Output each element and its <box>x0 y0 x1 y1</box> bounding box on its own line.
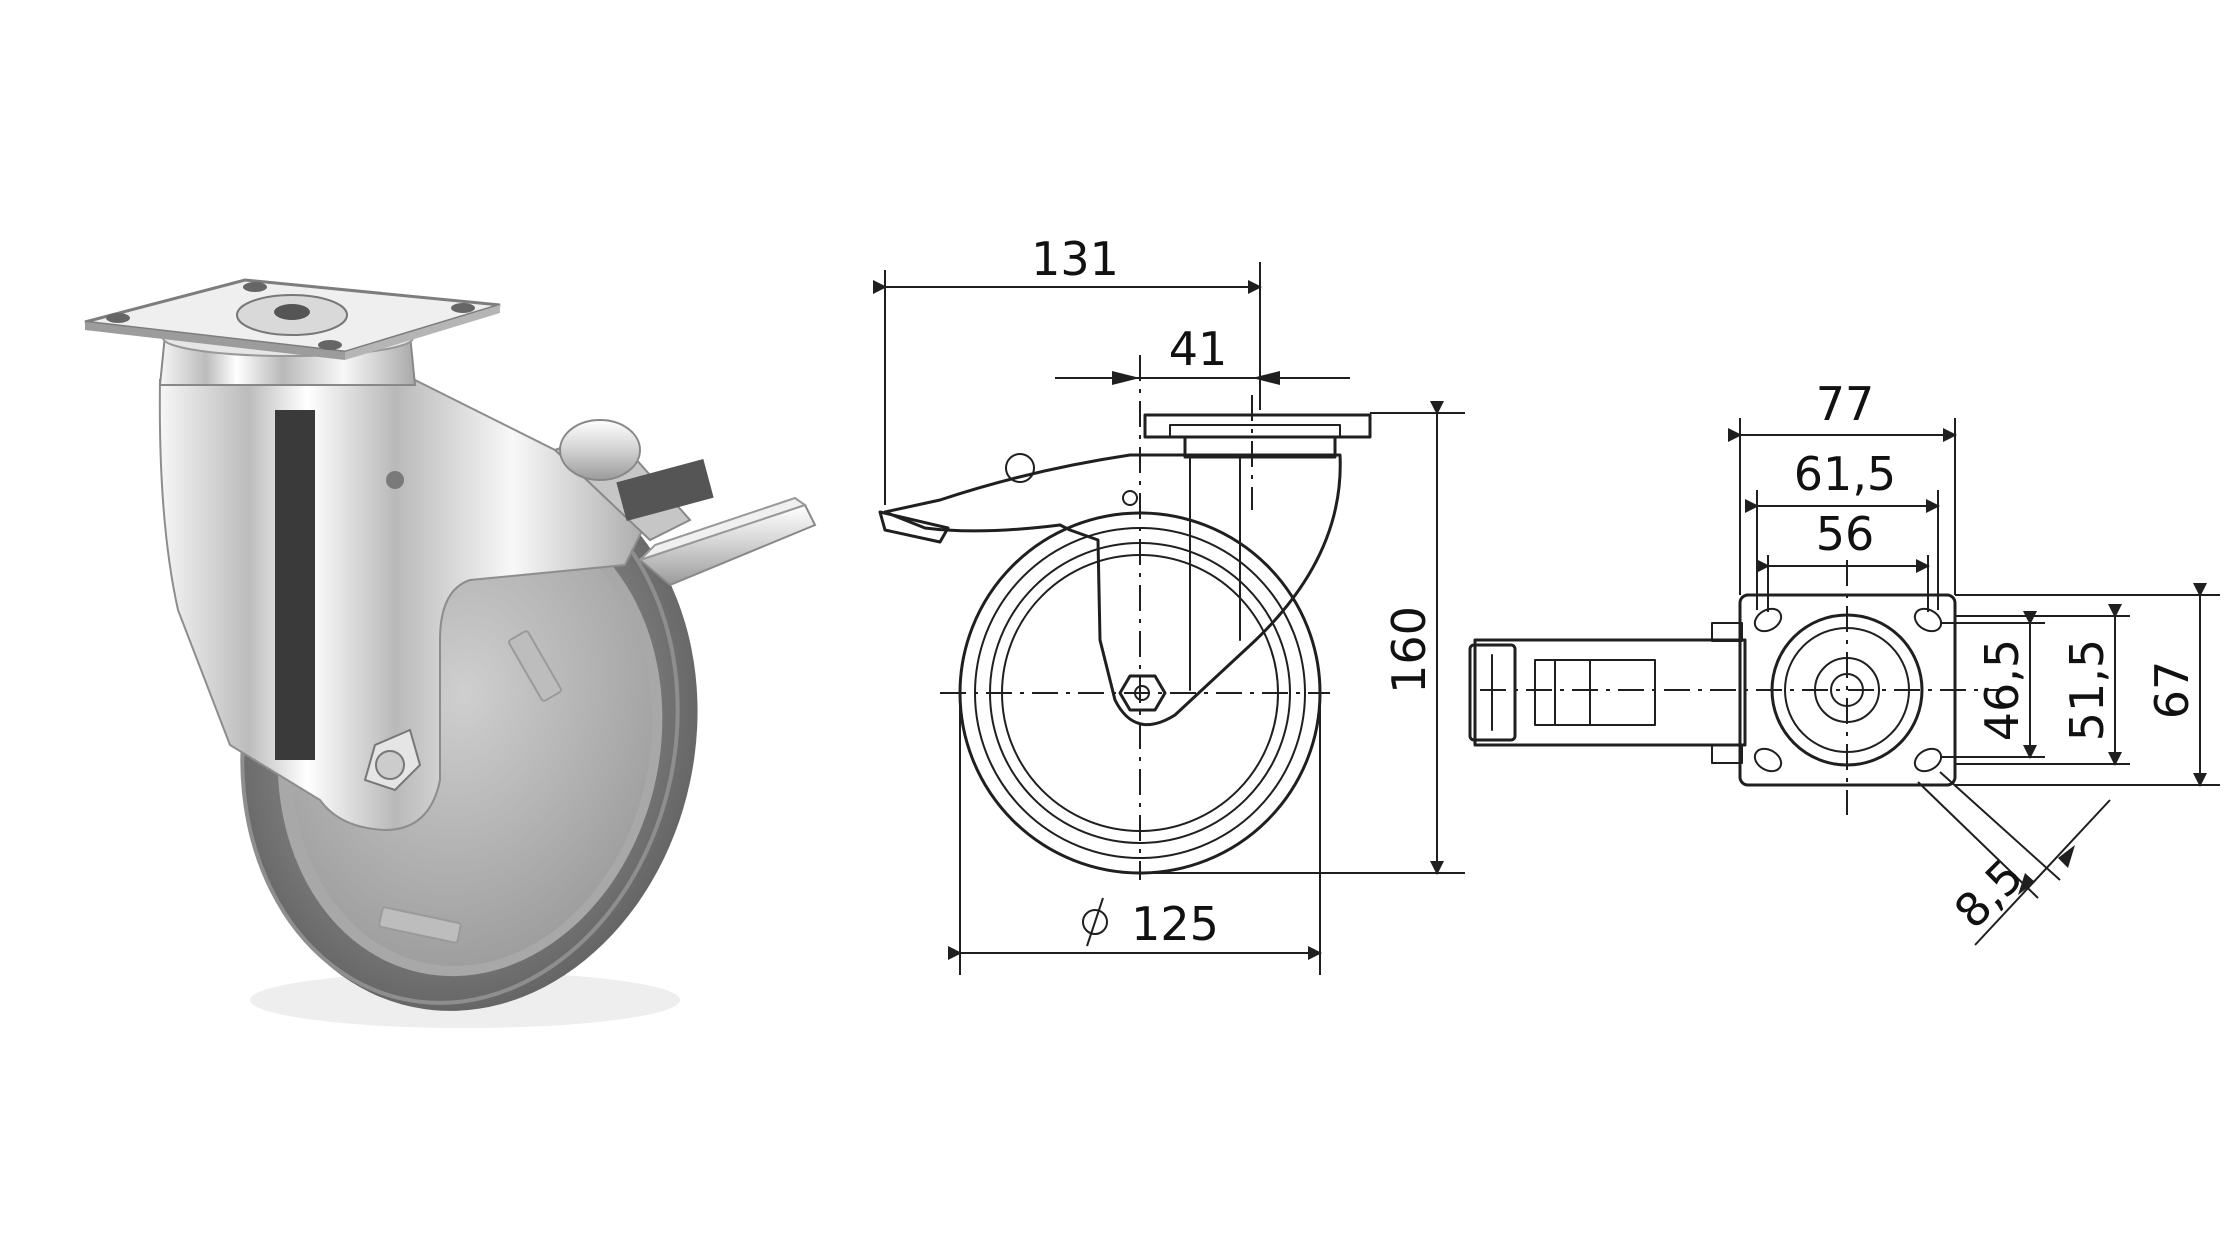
side-swivel <box>1183 435 1337 459</box>
top-view-drawing: 77 61,5 56 46,5 51,5 67 8,5 <box>1468 377 2220 946</box>
side-brake-pivot <box>1005 453 1035 483</box>
plate-hole-3 <box>451 303 475 313</box>
dim-51-label: 51,5 <box>2060 639 2114 741</box>
dim-131-label: 131 <box>1031 232 1119 286</box>
top-plate-edge-right <box>345 305 500 360</box>
caster-photo <box>84 278 817 1028</box>
dim-125-label: 125 <box>1131 897 1219 951</box>
side-axle-nut <box>1118 674 1167 712</box>
fork-photo <box>158 373 652 832</box>
brand-emboss-top <box>508 630 562 702</box>
plate-center-hole <box>274 304 310 320</box>
side-rivet <box>1122 490 1138 506</box>
dim-61-label: 61,5 <box>1794 447 1896 501</box>
top-brake-pedal <box>1468 643 1517 742</box>
top-plate-hole-tr <box>1913 607 1943 633</box>
top-fork-stub-lower <box>1711 744 1743 764</box>
top-plate-hole-br <box>1913 747 1943 773</box>
dim-8-leader-2 <box>1917 781 2039 899</box>
dim-8-arrow-2 <box>2018 873 2035 895</box>
dim-41-arrow-right <box>1252 371 1280 385</box>
brand-emboss-bottom <box>378 906 462 944</box>
dim-77-label: 77 <box>1816 377 1875 431</box>
dim-160-label: 160 <box>1382 606 1436 694</box>
dim-41-arrow-left <box>1112 371 1140 385</box>
top-brake-arm <box>1473 638 1747 747</box>
side-plate-boss <box>1169 424 1341 438</box>
fork-seam <box>275 410 315 760</box>
side-brake-pedal <box>878 510 950 544</box>
brake-cylinder <box>559 419 641 481</box>
dim-8-line <box>1974 799 2111 946</box>
dim-8-arrow-1 <box>2058 845 2075 868</box>
plate-hole-2 <box>243 282 267 292</box>
plate-hole-1 <box>106 313 130 323</box>
fork-rivet <box>386 471 404 489</box>
side-view-drawing: 131 41 160 125 <box>873 232 1465 975</box>
dim-67-label: 67 <box>2145 661 2199 720</box>
dim-56-label: 56 <box>1816 507 1875 561</box>
dim-8-leader-1 <box>1939 771 2061 881</box>
swivel-head-photo <box>84 278 501 386</box>
dim-8-label: 8,5 <box>1944 849 2034 939</box>
top-plate-edge <box>85 322 345 360</box>
diameter-icon <box>1082 897 1108 947</box>
top-plate-hole-tl <box>1753 607 1783 633</box>
brake-pedal-top <box>639 496 808 561</box>
top-plate-hole-bl <box>1753 747 1783 773</box>
axle-nut <box>375 750 405 780</box>
top-brake-frame <box>1534 659 1656 726</box>
side-fork <box>1058 453 1342 727</box>
plate-hole-4 <box>318 340 342 350</box>
brake-lever-photo <box>553 419 817 587</box>
side-fork-brake <box>883 453 1192 533</box>
dim-46-label: 46,5 <box>1975 639 2029 741</box>
top-fork-stub-upper <box>1711 622 1743 642</box>
brake-grip <box>616 459 714 521</box>
dim-41-label: 41 <box>1169 322 1228 376</box>
